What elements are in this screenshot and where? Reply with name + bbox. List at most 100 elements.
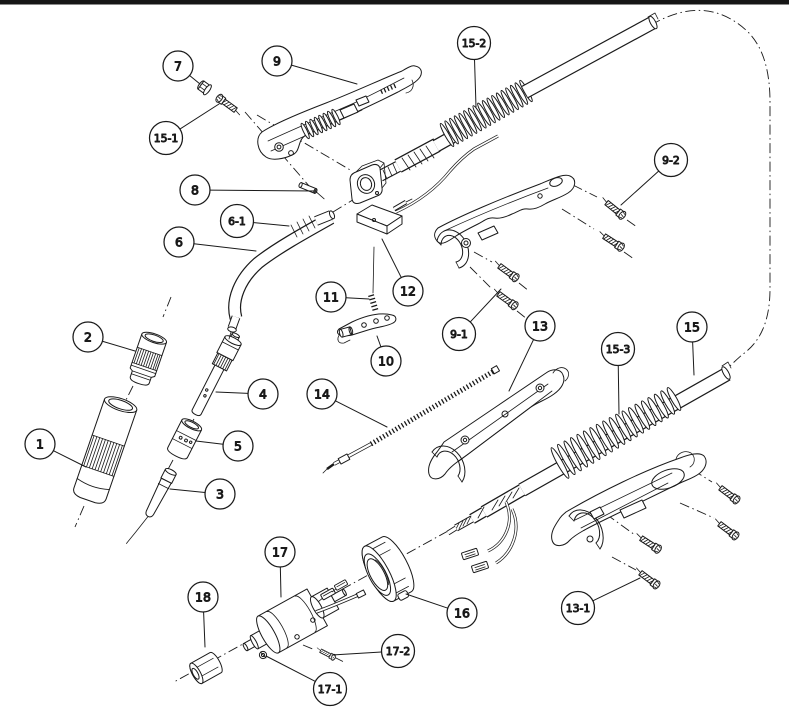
callout-label: 14 <box>314 386 330 401</box>
part-trigger-switch <box>356 198 413 235</box>
callout-label: 6 <box>175 234 183 249</box>
callout-leader-line <box>265 655 316 682</box>
part-lock-ring <box>361 536 415 602</box>
part-gas-diffuser <box>167 418 203 460</box>
part-nozzle <box>73 396 138 504</box>
strain-relief-spring-lower <box>550 387 682 479</box>
callout-label: 15-3 <box>606 343 631 356</box>
callout-label: 2 <box>84 329 92 344</box>
switch-lead-wires <box>461 501 518 574</box>
part-tip-holder-tube <box>191 332 242 417</box>
callout-label: 17 <box>272 544 288 559</box>
callout-leader-line <box>169 488 206 494</box>
callout-17-2: 17-2 <box>331 633 416 669</box>
part-nozzle-holder <box>129 331 168 386</box>
callout-circle <box>315 281 347 313</box>
callout-leader-line <box>620 170 660 206</box>
callout-circle <box>247 378 279 410</box>
callout-circle <box>600 331 636 367</box>
callout-circle <box>261 45 293 77</box>
callout-label: 15-1 <box>154 132 179 145</box>
callout-circle <box>187 581 219 613</box>
callout-label: 12 <box>400 283 416 298</box>
part-contact-tip <box>126 467 177 544</box>
callout-leader-line <box>290 64 358 85</box>
callout-label: 9-2 <box>662 154 680 167</box>
callout-leader-line <box>474 58 477 108</box>
callout-14: 14 <box>306 378 388 428</box>
callout-label: 1 <box>36 436 44 451</box>
callout-circle <box>446 597 478 629</box>
strain-relief-spring-upper <box>439 79 533 148</box>
assembly-line-switch-trigger <box>372 246 375 294</box>
callout-circle <box>456 25 492 61</box>
part-torch-body-block <box>349 159 387 204</box>
callout-leader-line <box>203 611 206 648</box>
callout-leader-line <box>195 440 224 445</box>
callout-circle <box>162 50 194 82</box>
callout-label: 15-2 <box>462 37 487 50</box>
centerlines <box>74 9 771 683</box>
callout-leader-line <box>508 339 535 392</box>
part-set-screw-17-2 <box>314 645 338 662</box>
callout-circle <box>653 142 689 178</box>
callout-15-3: 15-3 <box>600 331 636 415</box>
callout-circle <box>179 174 211 206</box>
callout-leader-line <box>692 341 695 376</box>
callout-circle <box>72 321 104 353</box>
callout-circle <box>148 120 184 156</box>
part-screw-17-1 <box>258 650 268 660</box>
part-nut-18 <box>189 651 223 685</box>
handle-spring-icon <box>300 108 341 140</box>
callout-6-1: 6-1 <box>219 203 290 239</box>
callout-circle <box>312 671 348 707</box>
callout-leader-line <box>331 651 383 656</box>
callout-label: 13 <box>532 318 548 333</box>
callout-circle <box>676 311 708 343</box>
callout-5: 5 <box>195 430 254 462</box>
callout-circle <box>441 316 477 352</box>
callout-2: 2 <box>72 321 136 353</box>
part-connector-body <box>242 587 347 654</box>
part-liner-rod <box>322 365 501 474</box>
part-handle-lower-left-shell <box>428 367 569 483</box>
part-trigger-spring <box>368 294 379 313</box>
callout-leader-line <box>334 400 388 428</box>
callout-leader-line <box>279 566 282 598</box>
callout-label: 10 <box>378 353 394 368</box>
callout-11: 11 <box>315 281 370 313</box>
callout-leader-line <box>381 238 402 279</box>
top-border-bar <box>0 0 789 5</box>
part-upper-cable-assembly <box>377 12 659 182</box>
callout-circle <box>24 428 56 460</box>
callout-leader-line <box>252 222 290 227</box>
callout-13: 13 <box>508 310 556 392</box>
part-handle-right-shell <box>434 174 576 269</box>
callout-circle <box>380 633 416 669</box>
callout-label: 11 <box>323 289 339 304</box>
callout-circle <box>204 478 236 510</box>
callout-3: 3 <box>169 478 236 510</box>
callout-label: 4 <box>259 386 267 401</box>
callout-label: 17-2 <box>386 645 411 658</box>
callout-circle <box>392 275 424 307</box>
callout-circle <box>222 430 254 462</box>
callout-1: 1 <box>24 428 87 468</box>
callout-15-1: 15-1 <box>148 103 220 156</box>
part-switch-wires <box>395 134 499 214</box>
callout-4: 4 <box>215 378 279 410</box>
callout-circle <box>219 203 255 239</box>
part-trigger <box>337 313 397 344</box>
callout-circle <box>560 590 596 626</box>
callout-leader-line <box>52 450 87 468</box>
callout-9: 9 <box>261 45 358 85</box>
callout-label: 18 <box>195 589 211 604</box>
callout-label: 5 <box>234 438 242 453</box>
callout-label: 15 <box>684 319 700 334</box>
callout-9-2: 9-2 <box>620 142 689 206</box>
callout-leader-line <box>179 103 220 130</box>
callout-18: 18 <box>187 581 219 648</box>
callout-17: 17 <box>264 536 296 598</box>
callout-leader-line <box>193 243 257 252</box>
